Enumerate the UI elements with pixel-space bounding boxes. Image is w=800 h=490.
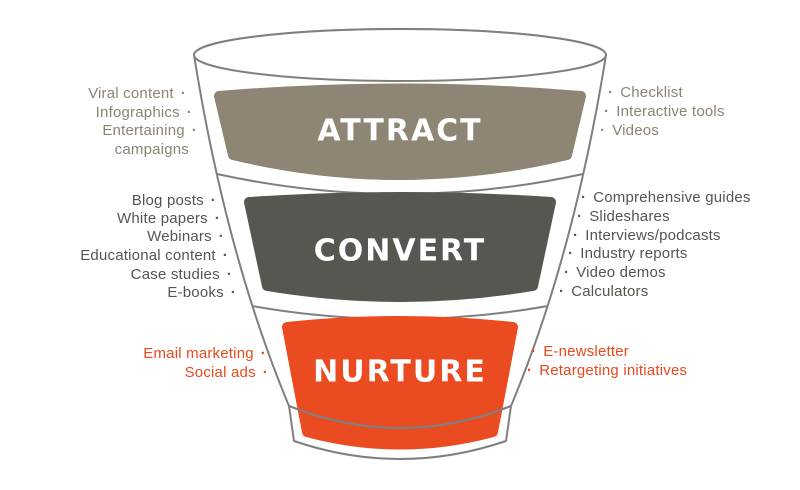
label-educational-content: Educational content · (80, 246, 228, 266)
label-text: Interactive tools (616, 103, 725, 120)
label-text: Infographics (95, 104, 180, 121)
bullet-dot: · (226, 266, 232, 283)
bullet-dot: · (260, 345, 266, 362)
label-comprehensive-guides: · Comprehensive guides (581, 188, 751, 208)
bullet-dot: · (608, 84, 614, 101)
label-text: Email marketing (143, 345, 254, 362)
stage-band-nurture (282, 316, 518, 450)
bullet-dot: · (568, 245, 574, 262)
label-text: Industry reports (580, 245, 688, 262)
bullet-dot: · (531, 343, 537, 360)
bullet-dot: · (573, 227, 579, 244)
label-interactive-tools: · Interactive tools (604, 102, 725, 122)
bullet-dot: · (604, 103, 610, 120)
label-interviews-podcasts: · Interviews/podcasts (573, 226, 721, 246)
label-text: Blog posts (131, 192, 204, 209)
label-text: White papers (117, 210, 208, 227)
label-viral-content: Viral content · (88, 84, 186, 104)
label-text: Case studies (130, 266, 220, 283)
bullet-dot: · (222, 247, 228, 264)
funnel-mouth-ellipse (193, 28, 607, 82)
label-case-studies: Case studies · (131, 265, 232, 285)
bullet-dot: · (186, 104, 192, 121)
bullet-dot: · (214, 210, 220, 227)
stage-title-nurture: NURTURE (313, 355, 487, 390)
label-text: Retargeting initiatives (539, 362, 688, 379)
bullet-dot: · (559, 283, 565, 300)
label-ebooks: E-books · (167, 283, 236, 303)
stage-title-convert: CONVERT (314, 234, 487, 269)
stage-band-convert (244, 192, 556, 302)
label-video-demos: · Video demos (564, 263, 666, 283)
label-enewsletter: · E-newsletter (531, 342, 629, 362)
label-white-papers: White papers · (117, 209, 220, 229)
label-text: Educational content (80, 247, 216, 264)
label-webinars: Webinars · (147, 227, 224, 247)
funnel-base-rim-arc (288, 404, 512, 430)
label-social-ads: Social ads · (185, 363, 268, 383)
bullet-dot: · (230, 284, 236, 301)
label-retargeting-initiatives: · Retargeting initiatives (527, 361, 687, 381)
label-checklist: · Checklist (608, 83, 683, 103)
label-campaigns: campaigns (115, 140, 189, 160)
bullet-dot: · (262, 364, 268, 381)
bullet-dot: · (581, 189, 587, 206)
label-email-marketing: Email marketing · (143, 344, 266, 364)
bullet-dot: · (210, 192, 216, 209)
bullet-dot: · (191, 122, 197, 139)
label-blog-posts: Blog posts · (132, 191, 216, 211)
label-text: Social ads (184, 364, 256, 381)
label-text: Videos (612, 122, 659, 139)
label-text: Entertaining (102, 122, 185, 139)
label-industry-reports: · Industry reports (568, 244, 688, 264)
bullet-dot: · (527, 362, 533, 379)
label-text: E-books (167, 284, 224, 301)
label-text: Calculators (571, 283, 649, 300)
bullet-dot: · (600, 122, 606, 139)
label-slideshares: · Slideshares (577, 207, 670, 227)
bullet-dot: · (218, 228, 224, 245)
label-text: Webinars (147, 228, 212, 245)
label-text: E-newsletter (543, 343, 629, 360)
label-text: Checklist (620, 84, 683, 101)
label-text: campaigns (114, 141, 189, 158)
label-infographics: Infographics · (96, 103, 192, 123)
label-videos: · Videos (600, 121, 659, 141)
label-text: Slideshares (589, 208, 670, 225)
label-text: Comprehensive guides (593, 189, 751, 206)
bullet-dot: · (180, 85, 186, 102)
bullet-dot: · (577, 208, 583, 225)
stage-title-attract: ATTRACT (317, 114, 482, 149)
label-entertaining: Entertaining · (102, 121, 197, 141)
stage-band-attract (214, 83, 586, 180)
bullet-dot: · (564, 264, 570, 281)
label-text: Viral content (88, 85, 174, 102)
label-calculators: · Calculators (559, 282, 648, 302)
label-text: Video demos (576, 264, 666, 281)
label-text: Interviews/podcasts (585, 227, 721, 244)
